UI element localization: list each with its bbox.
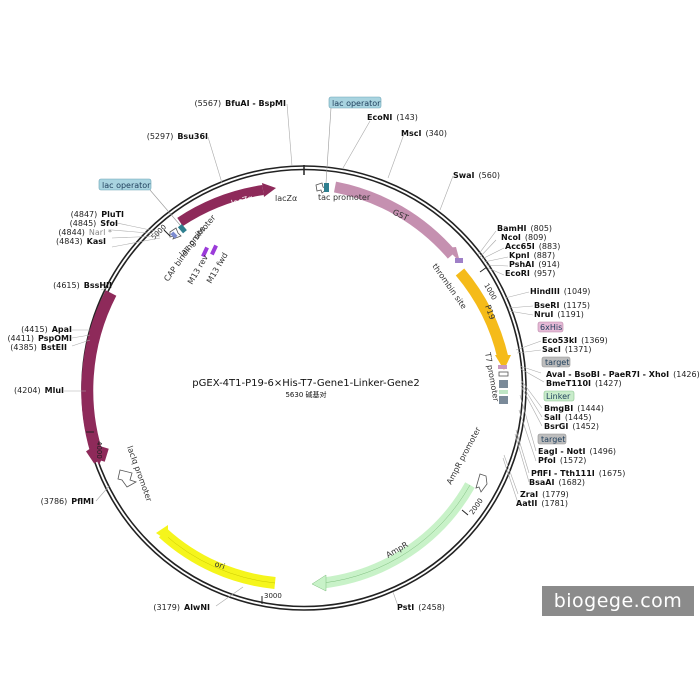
site-PstI: PstI(2458) (397, 603, 445, 612)
site-MluI: (4204)MluI (14, 386, 64, 395)
badge-target-1: target (541, 356, 571, 368)
badge-lac-operator-left: lac operator (98, 178, 181, 226)
badge-target-2: target (537, 433, 567, 445)
site-SwaI: SwaI(560) (453, 171, 500, 180)
tick-5000 (163, 229, 171, 237)
feature-label-AmpR-promoter: AmpR promoter (445, 425, 483, 486)
feature-arc-AmpR-outline (322, 484, 471, 584)
site-BsaAI: BsaAI(1682) (529, 478, 585, 487)
site-Eco53kI: Eco53kI(1369) (542, 336, 608, 345)
site-BmeT110I: BmeT110I(1427) (546, 379, 622, 388)
site-NruI: NruI(1191) (534, 310, 584, 319)
site-AatII: AatII(1781) (516, 499, 568, 508)
site-BseRI: BseRI(1175) (534, 301, 590, 310)
feature-arrow-AmpR (311, 574, 327, 592)
site-NarI: (4844)NarI * (58, 228, 112, 237)
svg-text:lac operator: lac operator (332, 99, 381, 108)
feature-arrow-lacI (92, 450, 106, 465)
site-BstEII: (4385)BstEII (10, 343, 67, 352)
site-Acc65I: Acc65I(883) (505, 242, 560, 251)
site-PflMI: (3786)PflMI (41, 497, 94, 506)
site-ZraI: ZraI(1779) (520, 490, 569, 499)
site-KpnI: KpnI(887) (509, 251, 555, 260)
feature-arrow-lacZ (262, 183, 276, 197)
watermark: biogege.com (542, 586, 694, 616)
feature-arrow-P19 (495, 355, 511, 370)
M13-rev-block (201, 246, 209, 258)
feature-arc-lacZ (177, 185, 264, 227)
feature-arc-GST (333, 181, 457, 259)
target-block-2 (499, 396, 508, 404)
site-EagI-NotI: EagI - NotI(1496) (538, 447, 616, 456)
svg-text:target: target (541, 435, 565, 444)
badge-6xHis: 6xHis (537, 321, 564, 333)
site-KasI: (4843)KasI (56, 237, 106, 246)
lac-operator-block-left (177, 224, 187, 234)
tick-1000 (479, 266, 488, 273)
site-HindIII: HindIII(1049) (530, 287, 590, 296)
tick-label-3000: 3000 (264, 592, 282, 600)
lac-operator-block-top (324, 183, 329, 192)
feature-label-thrombin-site: thrombin site (430, 262, 468, 311)
AmpR-promoter-arrow (475, 473, 488, 493)
M13-fwd-block (210, 244, 218, 256)
thrombin-block (455, 258, 463, 263)
feature-arrow-ori (156, 525, 168, 541)
feature-arc-AmpR (322, 482, 475, 589)
svg-text:6xHis: 6xHis (540, 323, 562, 332)
site-BmgBI: BmgBI(1444) (544, 404, 604, 413)
site-SfoI: (4845)SfoI (70, 219, 118, 228)
site-BssHII: (4615)BssHII (53, 281, 112, 290)
feature-label-tac-promoter: tac promoter (318, 193, 371, 202)
feature-arc-ori (158, 528, 276, 589)
site-PspOMI: (4411)PspOMI (7, 334, 72, 343)
feature-arc-lacI (81, 290, 117, 464)
site-BamHI: BamHI(805) (497, 224, 552, 233)
linker-block (499, 390, 508, 394)
target-block-1 (499, 380, 508, 388)
T7-promoter-arrow-block (498, 371, 509, 377)
site-PluTI: (4847)PluTI (71, 210, 124, 219)
site-AlwNI: (3179)AlwNI (153, 603, 210, 612)
feature-label-lacZa-top: lacZα (275, 194, 297, 203)
site-SalI: SalI(1445) (544, 413, 592, 422)
site-PflFI-Tth111I: PflFI - Tth111I(1675) (531, 469, 625, 478)
site-PshAI: PshAI(914) (509, 260, 560, 269)
site-ApaI: (4415)ApaI (21, 325, 72, 334)
tick-2000 (461, 509, 469, 516)
svg-text:target: target (545, 358, 569, 367)
plasmid-name: pGEX-4T1-P19-6×His-T7-Gene1-Linker-Gene2 (192, 378, 419, 389)
feature-label-lacI: lacI (103, 343, 112, 357)
svg-text:lac operator: lac operator (102, 181, 151, 190)
feature-label-ori: ori (213, 559, 226, 571)
site-BsrGI: BsrGI(1452) (544, 422, 599, 431)
site-AvaI-BsoBI-PaeR7I-XhoI: AvaI - BsoBI - PaeR7I - XhoI(1426) (546, 370, 700, 379)
feature-arc-P19 (455, 268, 509, 360)
CAP-site-block (170, 231, 178, 239)
lacIq-promoter-arrow (117, 469, 137, 488)
feature-arc-ori-outline (162, 532, 276, 584)
tick-label-4000: 4000 (95, 441, 103, 459)
site-leader-lines (64, 103, 545, 607)
site-PfoI: PfoI(1572) (538, 456, 586, 465)
site-BfuAI-BspMI: (5567)BfuAI - BspMI (195, 99, 286, 108)
site-EcoNI: EcoNI(143) (367, 113, 418, 122)
site-MscI: MscI(340) (401, 129, 447, 138)
badge-lac-operator-top: lac operator (325, 96, 382, 184)
site-NcoI: NcoI(809) (501, 233, 546, 242)
badge-linker: Linker (543, 390, 575, 402)
site-SacI: SacI(1371) (542, 345, 592, 354)
site-Bsu36I: (5297)Bsu36I (147, 132, 208, 141)
svg-text:Linker: Linker (546, 392, 571, 401)
plasmid-length: 5630 碱基对 (285, 390, 326, 399)
site-EcoRI: EcoRI(957) (505, 269, 555, 278)
his-tag-block (498, 365, 507, 369)
feature-label-M13-fwd: M13 fwd (205, 251, 230, 285)
